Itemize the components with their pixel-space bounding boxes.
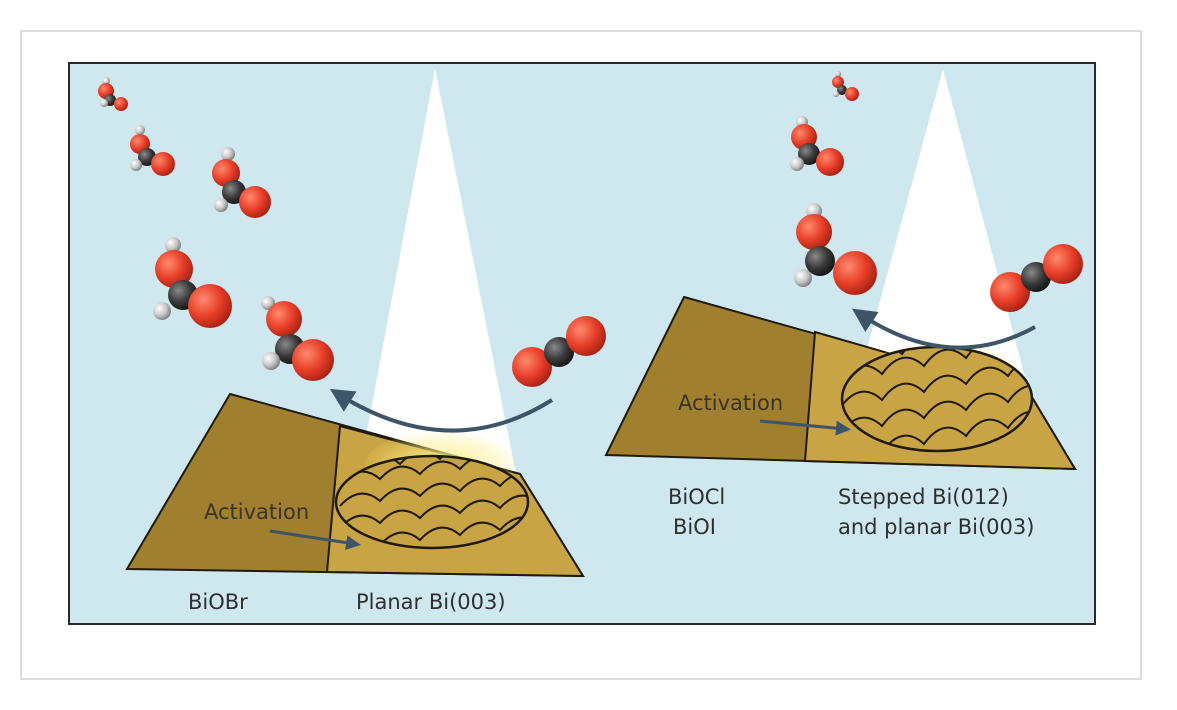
co2-molecule-right xyxy=(990,244,1083,312)
activation-arrow-left xyxy=(269,529,361,551)
product-label-right-1: Stepped Bi(012) xyxy=(838,485,1009,509)
formic-acid-molecule-7 xyxy=(790,116,844,176)
co2-molecule-left xyxy=(512,316,606,387)
activation-label-left: Activation xyxy=(204,500,309,524)
formic-acid-molecule-3 xyxy=(212,147,271,218)
light-beam-right xyxy=(857,69,1030,396)
activation-arrow-right xyxy=(759,419,851,436)
formic-acid-molecule-4 xyxy=(130,125,175,176)
reaction-arrow-right xyxy=(852,308,1036,350)
formic-acid-molecule-6 xyxy=(794,203,877,295)
formic-acid-molecule-8 xyxy=(832,71,859,101)
figure-panel: Activation BiOBr Planar Bi(003) xyxy=(68,62,1096,625)
formic-acid-molecule-1 xyxy=(261,296,334,381)
right-panel: Activation BiOCl BiOI Stepped Bi(012) an… xyxy=(604,69,1083,539)
precursor-label-right-1: BiOCl xyxy=(668,485,725,509)
precursor-label-left: BiOBr xyxy=(188,590,248,614)
precursor-label-right-2: BiOI xyxy=(673,515,716,539)
formic-acid-molecule-5 xyxy=(98,77,128,111)
co2-reduction-diagram: Activation BiOBr Planar Bi(003) xyxy=(70,64,1094,623)
stepped-atom-lattice-right xyxy=(840,345,1034,453)
product-label-left: Planar Bi(003) xyxy=(356,590,506,614)
activation-label-right: Activation xyxy=(678,391,783,415)
light-beam-left xyxy=(358,69,517,479)
reaction-arrow-left xyxy=(329,388,554,433)
product-label-right-2: and planar Bi(003) xyxy=(838,515,1034,539)
formic-acid-molecule-2 xyxy=(153,237,232,328)
left-panel: Activation BiOBr Planar Bi(003) xyxy=(98,69,606,614)
